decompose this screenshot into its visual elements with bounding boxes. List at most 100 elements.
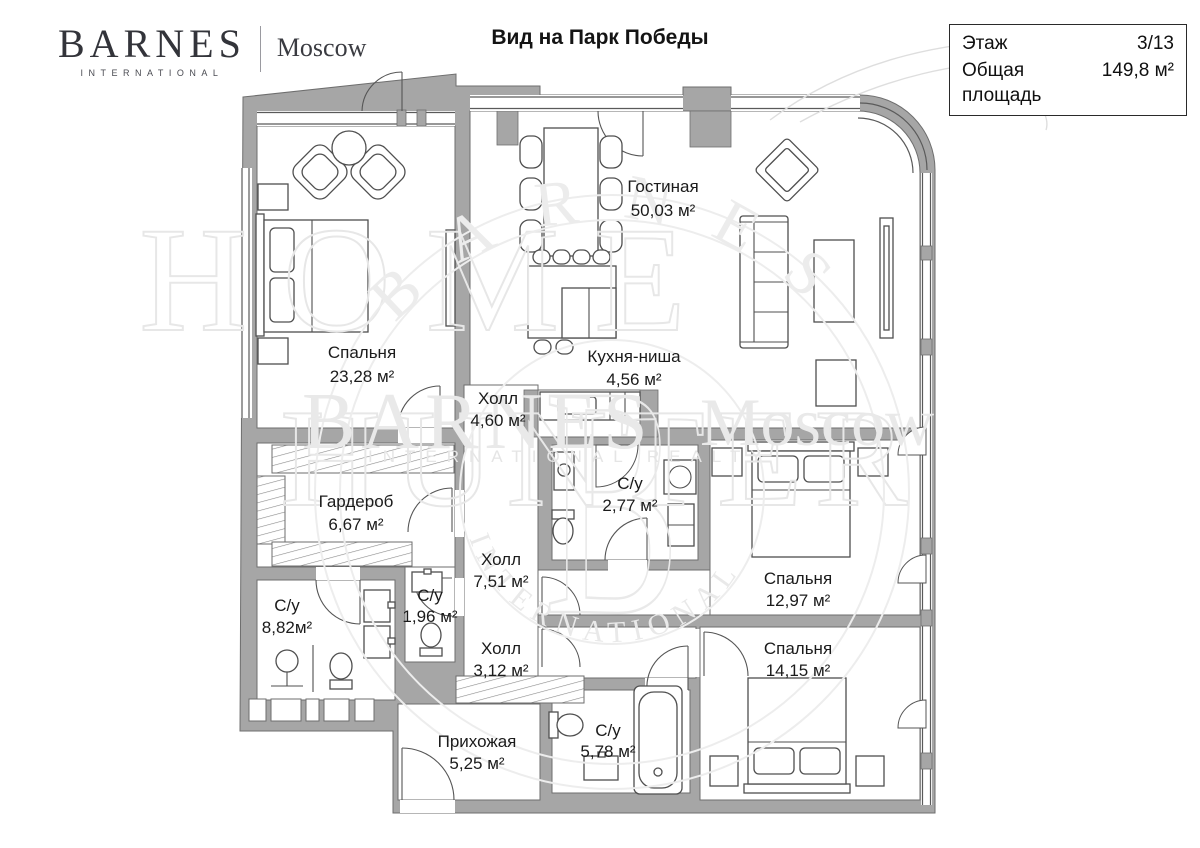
room-name-bedroom1: Спальня — [328, 343, 396, 362]
room-name-kitchen: Кухня-ниша — [587, 347, 681, 366]
stool — [533, 339, 552, 355]
toilet — [420, 622, 442, 648]
pillow — [799, 747, 841, 775]
watermark-brand: BARNES — [302, 378, 654, 466]
window-casement — [897, 554, 927, 584]
bathtub-drain — [653, 767, 663, 777]
sink-faucet — [387, 637, 396, 645]
room-name-entry: Прихожая — [438, 732, 517, 751]
shower — [595, 444, 639, 488]
chair — [599, 135, 623, 169]
room-area-bedroom1: 23,28 м² — [330, 367, 395, 386]
tv-screen — [883, 225, 890, 331]
room-name-wardrobe: Гардероб — [319, 492, 394, 511]
wall-niche — [305, 698, 320, 722]
pillow — [753, 747, 795, 775]
toilet-tank — [419, 647, 443, 657]
pillow — [269, 227, 295, 273]
room-floor-hall — [463, 384, 539, 705]
wall-pier — [689, 110, 732, 148]
brand-subtitle: INTERNATIONAL — [80, 68, 224, 78]
brand-logo: BARNES INTERNATIONAL Moscow — [58, 21, 367, 79]
nightstand — [257, 183, 289, 211]
room-area-bath4: 5,78 м² — [580, 742, 635, 761]
toilet-tank — [329, 679, 353, 690]
wall-niche — [270, 698, 302, 722]
sink-faucet — [423, 568, 432, 575]
room-area-hall2: 7,51 м² — [473, 572, 528, 591]
toilet — [556, 713, 584, 737]
sink-faucet — [387, 601, 396, 609]
entry-closet — [455, 675, 585, 704]
room-name-bath1: С/у — [617, 474, 643, 493]
page-title: Вид на Парк Победы — [491, 26, 709, 49]
room-name-living: Гостиная — [627, 177, 698, 196]
curved-window — [859, 102, 928, 171]
room-name-hall2: Холл — [481, 550, 521, 569]
door-corridor1 — [541, 576, 581, 616]
stool — [592, 249, 611, 265]
wall-niche — [354, 698, 375, 722]
room-labels: Гостиная 50,03 м² Кухня-ниша 4,56 м² Спа… — [262, 177, 832, 773]
door-bath1 — [604, 517, 648, 561]
window-casement — [897, 699, 927, 729]
room-name-hall1: Холл — [478, 389, 518, 408]
room-name-bath3: С/у — [417, 586, 443, 605]
side-table — [331, 130, 367, 166]
pillow — [269, 277, 295, 323]
total-area-label: Общая площадь — [962, 59, 1042, 107]
stool — [552, 249, 571, 265]
room-area-bath1: 2,77 м² — [602, 496, 657, 515]
pillow — [757, 455, 799, 483]
door-bedroom1 — [397, 385, 441, 429]
wardrobe-shelves — [271, 541, 413, 567]
bathtub-inner — [638, 691, 678, 789]
door-bath2 — [315, 579, 361, 625]
room-area-bedroom3: 14,15 м² — [766, 661, 831, 680]
curved-window — [857, 117, 914, 174]
door-bedroom3 — [703, 631, 749, 677]
kitchen-sink — [557, 396, 597, 415]
entrance-door — [401, 747, 455, 801]
stool — [532, 249, 551, 265]
watermark-hunter: HUNTER — [280, 381, 920, 536]
toilet — [552, 517, 574, 545]
sink-faucet — [597, 751, 606, 758]
room-name-bedroom3: Спальня — [764, 639, 832, 658]
watermark-circle — [314, 194, 910, 790]
armchair — [292, 144, 348, 200]
room-area-wardrobe: 6,67 м² — [328, 515, 383, 534]
room-area-hall1: 4,60 м² — [470, 411, 525, 430]
nightstand — [257, 337, 289, 365]
nightstand — [711, 447, 743, 477]
total-area-value: 149,8 м² — [1101, 59, 1174, 81]
door-wardrobe — [407, 487, 453, 533]
watermark-monogram: B — [544, 319, 680, 684]
closet-strip — [445, 229, 456, 327]
room-area-bath2: 8,82м² — [262, 618, 313, 637]
wall-pier — [523, 389, 539, 438]
armchair — [350, 144, 406, 200]
wall-niche — [323, 698, 350, 722]
door-bath4 — [646, 645, 689, 691]
room-floor-corridor1 — [537, 569, 711, 616]
watermark-circle — [459, 339, 765, 645]
bed-headboard — [743, 783, 851, 794]
toilet — [329, 652, 353, 680]
room-area-hall3: 3,12 м² — [473, 661, 528, 680]
watermark-city: Moscow — [700, 384, 934, 460]
logo-divider — [259, 26, 261, 72]
chair — [519, 177, 543, 211]
room-area-bedroom2: 12,97 м² — [766, 591, 831, 610]
room-name-bath2: С/у — [274, 596, 300, 615]
room-name-hall3: Холл — [481, 639, 521, 658]
room-name-bedroom2: Спальня — [764, 569, 832, 588]
floor-label: Этаж — [962, 33, 1008, 54]
wardrobe-shelves — [271, 444, 455, 474]
info-box: Этаж 3/13 Общая площадь 149,8 м² — [949, 24, 1187, 116]
brand-city: Moscow — [276, 33, 367, 62]
room-name-bath4: С/у — [595, 721, 621, 740]
brand-name: BARNES — [58, 21, 246, 66]
